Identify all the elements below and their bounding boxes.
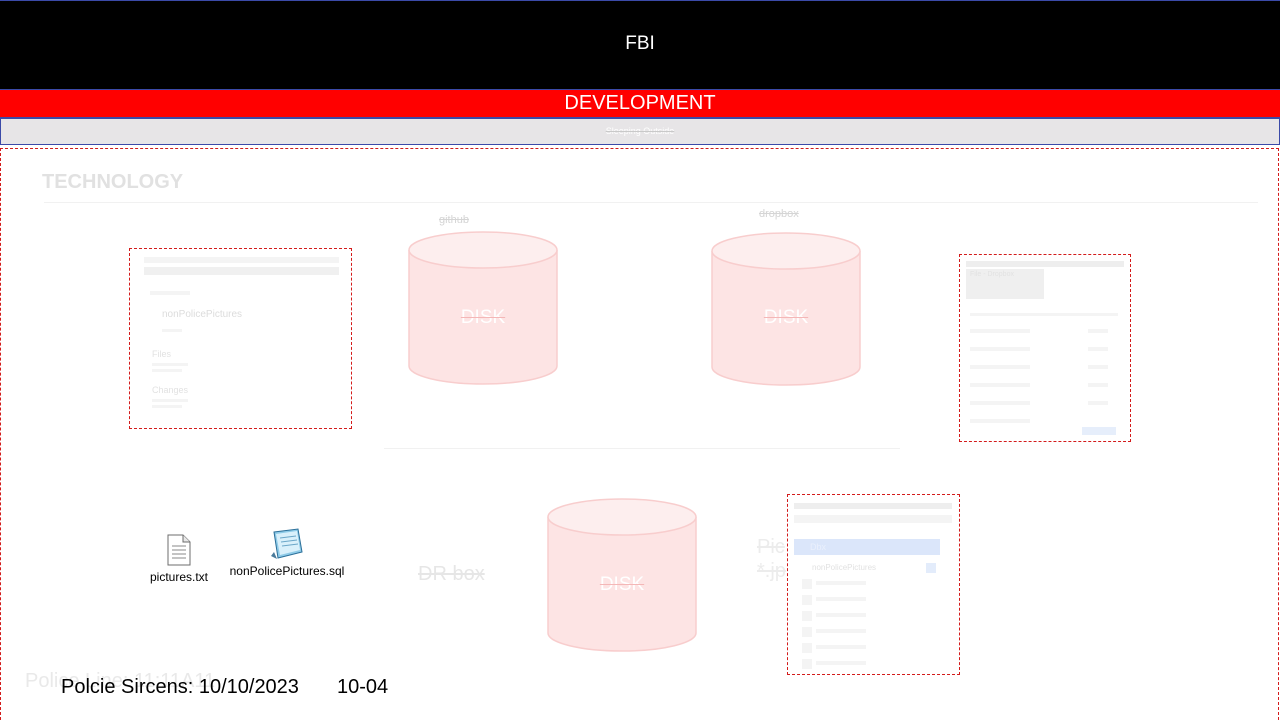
dropbox-thumb-title: File - Dropbox (970, 271, 1014, 278)
dropbox-folder-thumbnail: Dbx nonPolicePictures (787, 494, 960, 675)
dropbox-folder-title: nonPolicePictures (812, 563, 877, 572)
banner-title: DEVELOPMENT (564, 92, 716, 114)
text-file-icon[interactable] (166, 534, 192, 566)
sub-bar-text: Sleeping Outside (605, 126, 675, 136)
pictures-note: Pic *.jp (757, 535, 786, 583)
dropbox-disk-label: DISK (763, 307, 809, 328)
github-disk-label: DISK (460, 307, 506, 328)
header-title: FBI (625, 33, 655, 54)
file-label-pictures[interactable]: pictures.txt (149, 570, 209, 584)
middle-divider (384, 448, 900, 449)
header-bar (0, 0, 1280, 90)
dropbox-screenshot-thumbnail: File - Dropbox (959, 254, 1131, 442)
thumb-files-label: Files (152, 349, 172, 359)
section-heading: TECHNOLOGY (42, 171, 184, 193)
github-disk-icon (408, 231, 558, 385)
sql-file-icon[interactable] (268, 528, 304, 560)
dropbox-search-text: Dbx (810, 542, 827, 552)
thumb-repo-title: nonPolicePictures (162, 309, 243, 320)
github-caption: github (439, 214, 469, 226)
pictures-note-line1: Pic (757, 536, 785, 558)
dr-box-label: DR box (418, 563, 485, 585)
thumb-changes-label: Changes (152, 385, 189, 395)
dr-disk-icon (547, 498, 697, 652)
pictures-note-line2: *.jp (757, 560, 786, 582)
police-sirens-line: Polcie Sircens: 10/10/2023 (61, 676, 299, 698)
dropbox-disk-icon (711, 232, 861, 386)
faded-police-line: Police Line: 11:11A11 (25, 670, 216, 692)
banner-bar (0, 90, 1280, 118)
section-divider (44, 202, 1258, 203)
github-screenshot-thumbnail: nonPolicePictures Files Changes (129, 248, 352, 429)
police-code: 10-04 (337, 676, 389, 698)
dropbox-caption: dropbox (759, 208, 799, 220)
sub-bar (0, 118, 1280, 145)
dr-disk-label: DISK (599, 574, 645, 595)
file-label-sql[interactable]: nonPolicePictures.sql (229, 564, 345, 578)
slide-frame (0, 148, 1279, 720)
